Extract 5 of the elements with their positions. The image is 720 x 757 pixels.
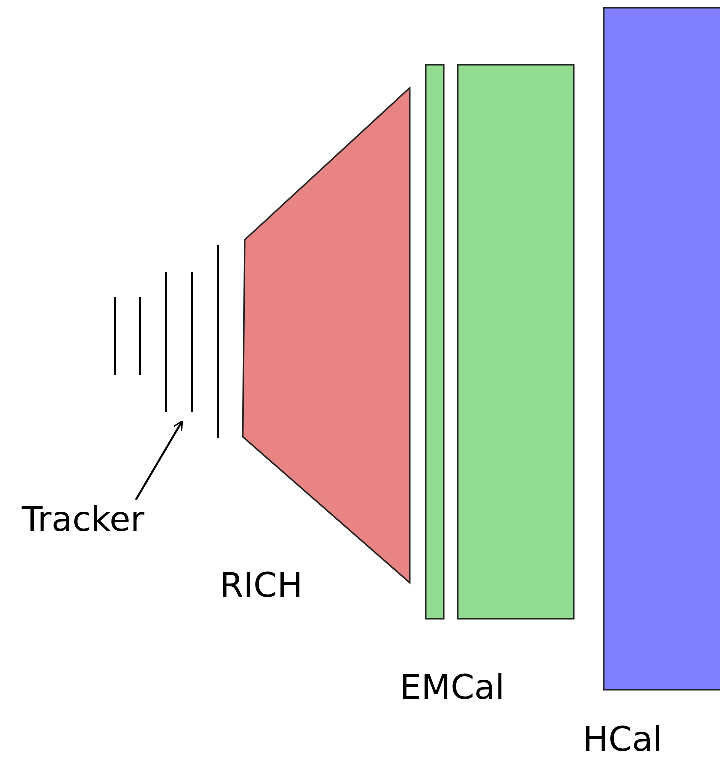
part-label: EMCal — [400, 668, 505, 708]
leader-arrow — [135, 420, 184, 500]
part-label: Tracker — [22, 500, 145, 540]
part-label: RICH — [220, 566, 303, 606]
part-label: HCal — [583, 720, 663, 757]
